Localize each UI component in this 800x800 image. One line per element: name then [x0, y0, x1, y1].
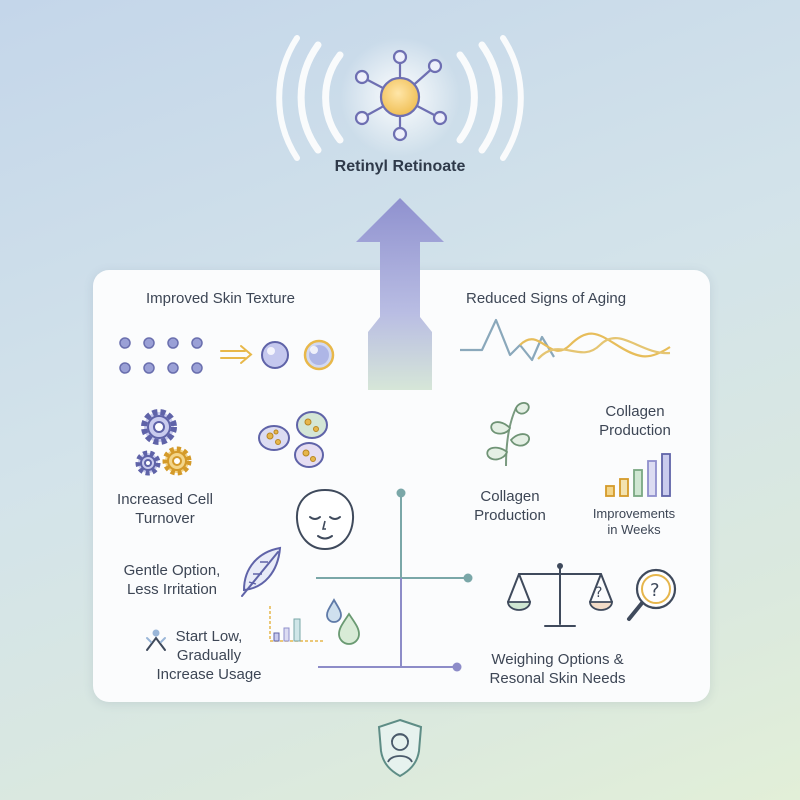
- molecule-hub-icon: [276, 35, 524, 161]
- collagen-label-left: Collagen Production: [474, 488, 546, 524]
- texture-label: Improved Skin Texture: [146, 290, 295, 307]
- shield-person-icon: [377, 718, 423, 778]
- cells-icon: [258, 411, 328, 468]
- feather-icon: [241, 546, 282, 597]
- start-low-label: Start Low, Gradually Increase Usage: [156, 628, 262, 683]
- person-icon: [146, 629, 166, 651]
- weighing-label: Weighing Options & Resonal Skin Needs: [489, 651, 626, 687]
- collagen-label-right: Collagen Production: [599, 403, 671, 439]
- improvements-label: Improvements in Weeks: [592, 506, 676, 537]
- upward-arrow-icon: [356, 198, 444, 390]
- bar-chart-icon: [605, 453, 671, 497]
- leaf-icon: [486, 402, 530, 467]
- aging-wave-icon: [460, 318, 671, 362]
- gentle-label: Gentle Option, Less Irritation: [123, 562, 221, 598]
- aging-label: Reduced Signs of Aging: [466, 290, 627, 307]
- turnover-label: Increased Cell Turnover: [117, 491, 213, 527]
- droplet-icon: [326, 598, 360, 645]
- balance-scale-icon: ?: [507, 563, 613, 627]
- svg-text:?: ?: [595, 585, 602, 601]
- page-title: Retinyl Retinoate: [334, 158, 466, 175]
- texture-dots-icon: [119, 337, 335, 374]
- mini-chart-icon: [269, 606, 323, 642]
- svg-text:?: ?: [650, 580, 660, 601]
- face-icon: [295, 488, 355, 551]
- gear-icon: [135, 409, 192, 476]
- magnifier-question-icon: ?: [627, 568, 677, 621]
